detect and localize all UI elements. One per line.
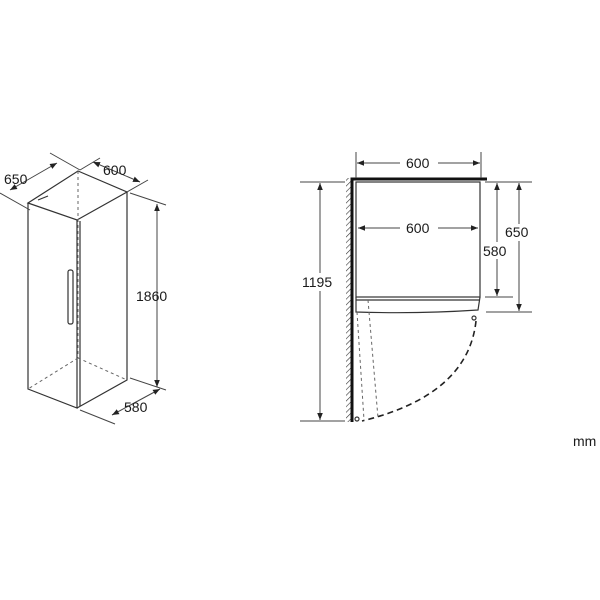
dim-label-height: 1860 xyxy=(136,288,167,304)
dim-label-width-inner: 600 xyxy=(406,220,430,236)
dim-label-depth-body-top: 580 xyxy=(483,243,507,259)
dim-label-depth-total: 650 xyxy=(4,171,28,187)
wall-hatching xyxy=(346,178,351,422)
dimension-line-600 xyxy=(92,161,141,183)
door-swing-arc xyxy=(361,320,477,422)
dimension-line-580 xyxy=(111,388,161,416)
dimension-line-650 xyxy=(9,162,58,191)
fridge-side-face xyxy=(76,192,128,409)
cabinet-outline xyxy=(355,181,481,298)
door-open-position xyxy=(356,299,379,421)
extension-lines-600-outer xyxy=(355,152,482,178)
dim-label-depth-body: 580 xyxy=(124,399,148,415)
dim-label-door-clearance: 1195 xyxy=(302,274,332,290)
dim-label-depth-total-top: 650 xyxy=(505,224,529,240)
fridge-top-view: 600 600 1195 580 650 xyxy=(300,152,535,422)
dim-label-width: 600 xyxy=(103,162,127,178)
wall-line xyxy=(350,177,487,422)
extension-line-580 xyxy=(79,409,116,425)
extension-lines-1860 xyxy=(129,192,167,391)
unit-label: mm xyxy=(573,433,596,449)
dim-label-width-outer: 600 xyxy=(406,155,430,171)
extension-lines-depth xyxy=(485,181,532,313)
top-hinge xyxy=(37,195,49,201)
door-handle xyxy=(67,269,74,325)
hinge-point xyxy=(471,315,477,321)
extension-lines-600 xyxy=(79,157,149,193)
extension-lines-1195 xyxy=(300,181,345,422)
hidden-edges xyxy=(27,171,128,390)
door-closed xyxy=(355,296,481,314)
fridge-isometric-view: 650 600 1860 580 xyxy=(0,152,167,425)
fridge-front-door xyxy=(27,203,78,409)
hinge-point-open xyxy=(354,416,360,422)
extension-lines-650 xyxy=(0,152,81,211)
